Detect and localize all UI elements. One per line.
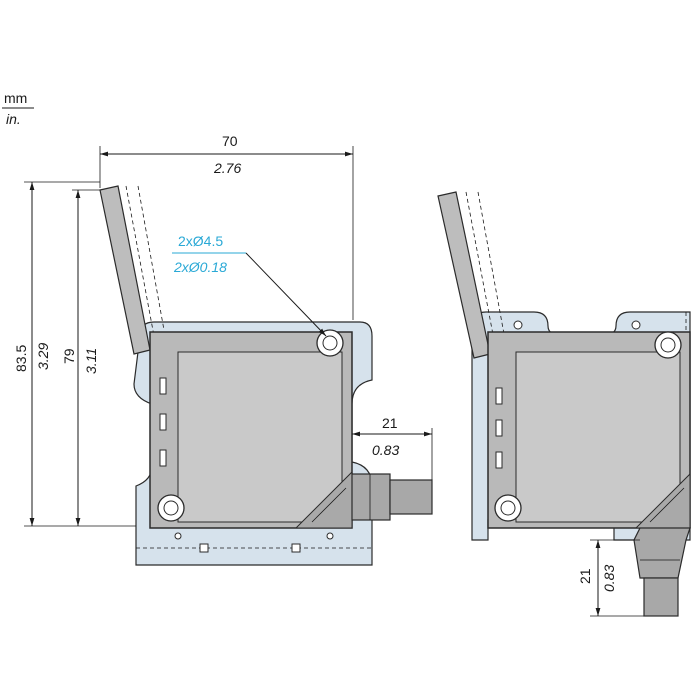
hole-callout-mm: 2xØ4.5 <box>178 233 223 249</box>
led-indicator <box>495 451 503 469</box>
dim-body-height: 79 3.11 <box>61 189 100 526</box>
bracket-slot <box>291 543 301 553</box>
flap-open-line <box>137 185 165 331</box>
unit-in: in. <box>6 111 21 127</box>
sensor-front-view <box>99 185 433 566</box>
connector-plug <box>389 479 433 515</box>
dim-connector-bottom: 21 0.83 <box>577 539 644 617</box>
connector-nut <box>633 527 691 579</box>
hole-callout: 2xØ4.5 2xØ0.18 <box>172 233 327 337</box>
dim-total-height-mm: 83.5 <box>13 345 29 372</box>
flap-open-line <box>125 185 155 337</box>
dim-width-mm: 70 <box>222 133 238 149</box>
lens-corner <box>294 470 353 529</box>
unit-mm: mm <box>4 90 27 106</box>
led-indicator <box>159 377 167 395</box>
sensor-side-mount-view <box>437 191 691 617</box>
dim-connector-side-mm: 21 <box>382 415 398 431</box>
dim-width: 70 2.76 <box>99 133 354 320</box>
dim-connector-side-in: 0.83 <box>372 442 399 458</box>
led-indicator <box>495 387 503 405</box>
units-legend: mm in. <box>2 90 34 127</box>
hole-callout-in: 2xØ0.18 <box>173 259 227 275</box>
bracket-hole <box>326 532 334 540</box>
dim-body-height-in: 3.11 <box>83 348 99 374</box>
dim-connector-side: 21 0.83 <box>352 415 433 480</box>
dim-total-height: 83.5 3.29 <box>13 181 136 527</box>
led-indicator <box>159 413 167 431</box>
dim-total-height-in: 3.29 <box>35 343 51 370</box>
dim-connector-bottom-mm: 21 <box>577 568 593 584</box>
dim-body-height-mm: 79 <box>61 348 77 364</box>
bracket-hole <box>513 320 523 330</box>
cover-flap <box>437 191 491 359</box>
connector-nut <box>351 473 391 521</box>
bracket-slot <box>199 543 209 553</box>
cover-flap <box>99 185 151 355</box>
led-indicator <box>159 449 167 467</box>
dim-width-in: 2.76 <box>213 160 241 176</box>
bracket-hole <box>631 320 641 330</box>
dim-connector-bottom-in: 0.83 <box>601 565 617 592</box>
led-indicator <box>495 419 503 437</box>
bracket-hole <box>174 532 182 540</box>
connector-plug <box>643 577 679 617</box>
sensor-face <box>515 351 681 523</box>
sensor-face <box>177 351 343 523</box>
